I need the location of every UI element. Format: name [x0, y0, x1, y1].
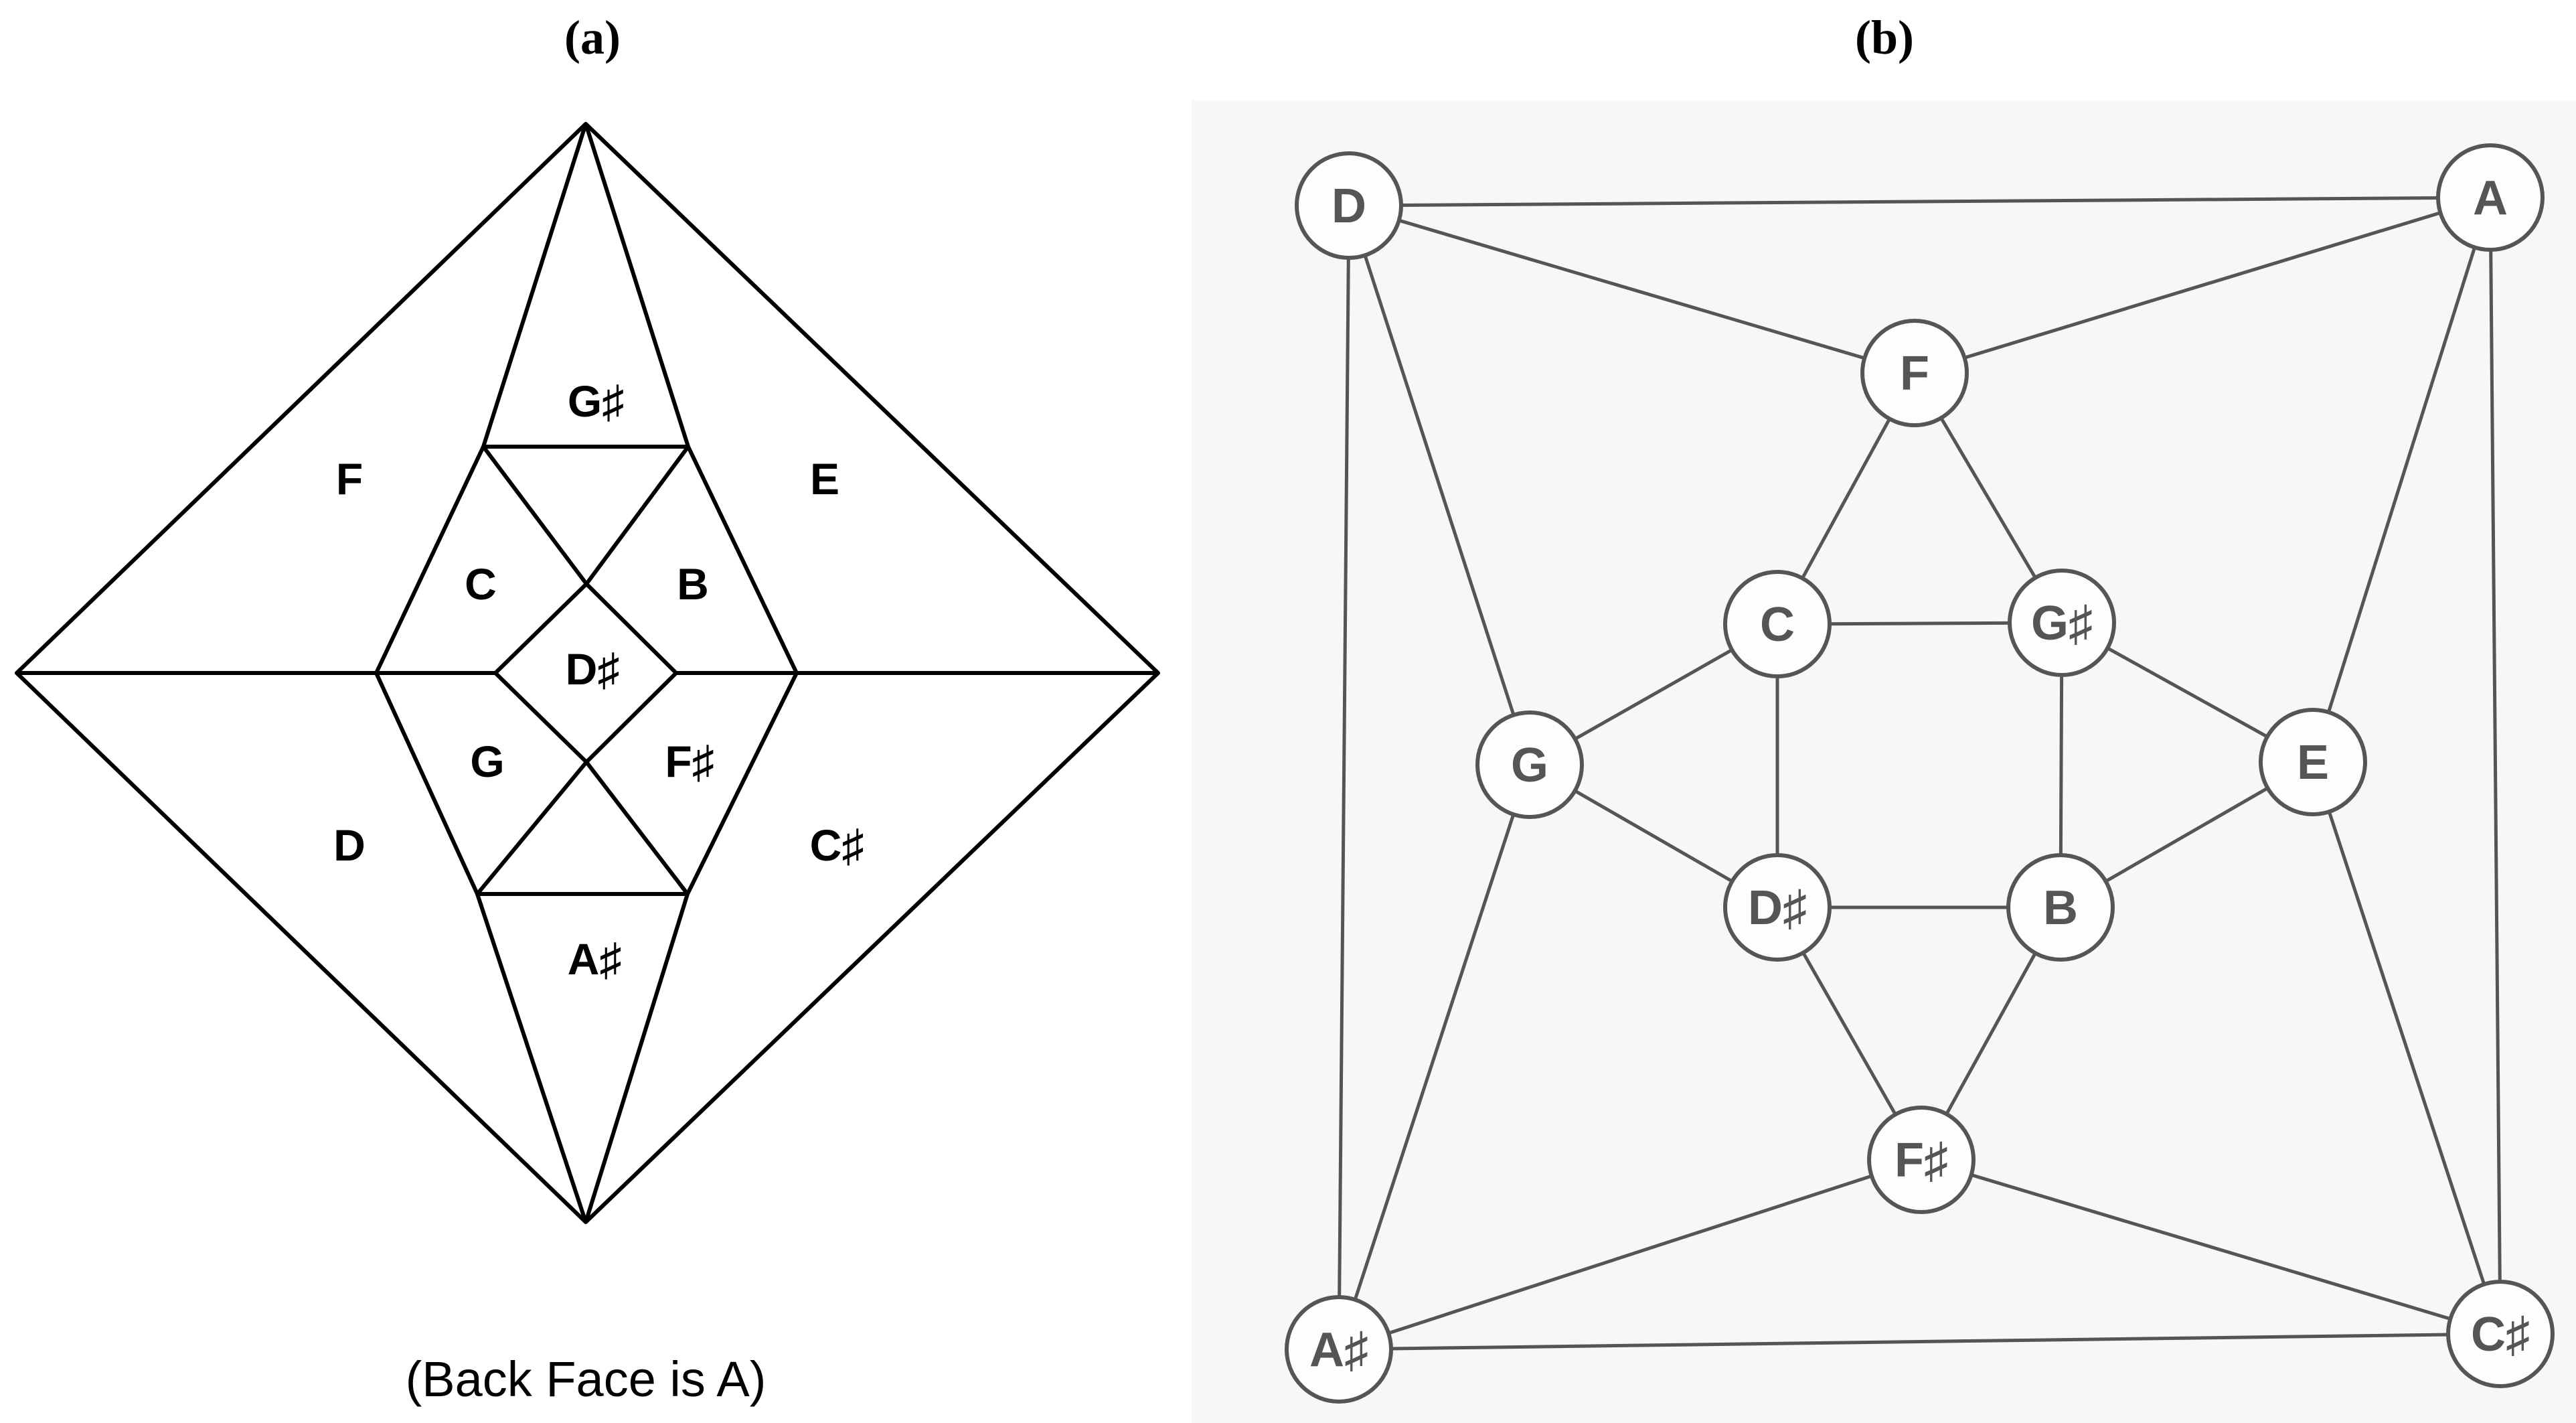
graph-node-label: F: [1900, 347, 1929, 400]
face-label-cs: C♯: [810, 820, 864, 870]
panel-b-title: (b): [1855, 11, 1914, 64]
graph-edge-d-as: [1337, 205, 1351, 1350]
graph-node-d: D: [1295, 151, 1403, 260]
spoke-b: [584, 445, 690, 585]
graph-node-b: B: [2006, 853, 2115, 962]
panel-a-diagram: F E D C♯ G♯ C B D♯ G F♯ A♯ (Back Face is…: [15, 122, 1160, 1407]
graph-edge-a-f: [1914, 196, 2491, 375]
graph-node-circle: [2259, 708, 2367, 816]
graph-node-label: C♯: [2471, 1308, 2530, 1361]
graph-edge-a-cs: [2488, 197, 2502, 1335]
graph-node-label: B: [2043, 881, 2078, 935]
graph-edge-g-as: [1337, 764, 1532, 1350]
graph-node-circle: [1867, 1106, 1976, 1214]
graph-edge-as-cs: [1338, 1332, 2501, 1351]
spoke-fs: [584, 761, 690, 895]
face-label-gs: G♯: [568, 376, 624, 426]
graph-edge-fs-as: [1338, 1158, 1922, 1351]
graph-edge-a-e: [2311, 197, 2492, 763]
graph-node-circle: [1723, 853, 1832, 962]
graph-node-e: E: [2259, 708, 2367, 816]
graph-node-circle: [1723, 570, 1832, 678]
graph-node-circle: [2008, 569, 2116, 677]
face-label-d: D: [333, 820, 366, 870]
graph-node-label: D♯: [1748, 881, 1807, 935]
panel-a-caption: (Back Face is A): [406, 1351, 767, 1407]
edge-bottom-left: [475, 893, 588, 1223]
graph-node-ds: D♯: [1723, 853, 1832, 962]
graph-edge-e-cs: [2311, 761, 2502, 1335]
face-label-e: E: [810, 454, 839, 504]
graph-node-cs: C♯: [2446, 1280, 2555, 1388]
graph-node-circle: [1860, 319, 1969, 427]
spoke-c: [481, 445, 588, 585]
panel-a-title: (a): [564, 11, 621, 64]
graph-node-label: A: [2473, 171, 2508, 225]
graph-node-circle: [2446, 1280, 2555, 1388]
face-label-b: B: [677, 559, 709, 609]
edge-bottom-right: [584, 893, 690, 1223]
graph-node-label: D: [1332, 179, 1366, 233]
panel-b-graph: D A F C G♯ G E D♯ B F♯ A♯ C♯: [1285, 143, 2555, 1404]
graph-node-circle: [2006, 853, 2115, 962]
graph-node-label: G♯: [2031, 597, 2093, 650]
face-label-f: F: [336, 454, 363, 504]
panel-b-background: [1192, 100, 2576, 1423]
graph-node-fs: F♯: [1867, 1106, 1976, 1214]
face-label-ds: D♯: [566, 644, 620, 694]
graph-node-label: F♯: [1895, 1134, 1948, 1187]
graph-node-g: G: [1475, 710, 1584, 819]
graph-node-circle: [1285, 1295, 1393, 1404]
graph-node-circle: [1475, 710, 1584, 819]
graph-node-as: A♯: [1285, 1295, 1393, 1404]
graph-node-circle: [2436, 143, 2545, 252]
graph-node-label: G: [1511, 739, 1548, 792]
graph-edge-d-f: [1348, 204, 1915, 375]
graph-node-c: C: [1723, 570, 1832, 678]
graph-node-label: C: [1760, 598, 1795, 652]
graph-edge-d-g: [1347, 205, 1532, 765]
graph-edge-d-a: [1348, 196, 2491, 208]
graph-nodes: D A F C G♯ G E D♯ B F♯ A♯ C♯: [1285, 143, 2555, 1404]
spoke-g: [475, 761, 588, 895]
graph-edge-fs-cs: [1921, 1158, 2501, 1336]
graph-node-f: F: [1860, 319, 1969, 427]
edge-top-right: [584, 123, 690, 447]
graph-node-label: E: [2297, 736, 2329, 790]
graph-node-label: A♯: [1309, 1323, 1368, 1377]
graph-node-gs: G♯: [2008, 569, 2116, 677]
face-label-g: G: [470, 737, 504, 786]
face-label-as: A♯: [568, 934, 622, 984]
face-label-fs: F♯: [665, 737, 714, 786]
graph-node-a: A: [2436, 143, 2545, 252]
graph-node-circle: [1295, 151, 1403, 260]
face-label-c: C: [465, 559, 497, 609]
edge-top-left: [481, 123, 588, 447]
